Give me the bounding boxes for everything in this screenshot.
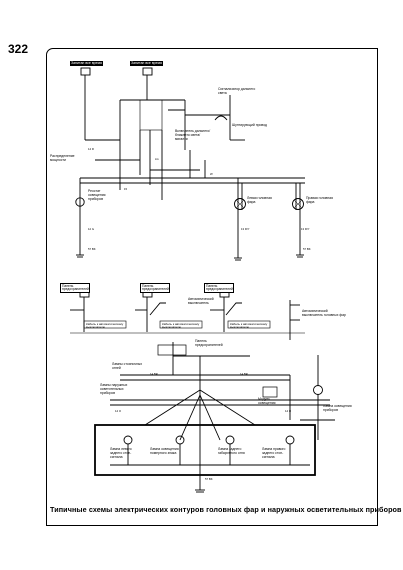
circuit-breaker-label: Автоматический выключатель xyxy=(188,297,214,305)
svg-text:12 G: 12 G xyxy=(88,227,94,231)
fuse-panel-tag-3: Панель предохранителей xyxy=(204,283,234,294)
diagram-frame xyxy=(46,48,378,526)
svg-text:W: W xyxy=(210,172,213,176)
svg-text:14 BR: 14 BR xyxy=(240,372,248,376)
svg-text:LG: LG xyxy=(155,157,159,161)
cable-to-breaker-3: Кабель к автоматическому выключателю xyxy=(230,321,268,330)
svg-text:14 BR: 14 BR xyxy=(150,372,158,376)
svg-text:57 BK: 57 BK xyxy=(88,247,96,251)
figure-caption: Типичные схемы электрических контуров го… xyxy=(50,505,402,514)
headlamp-breaker-label: Автоматический выключатель головных фар xyxy=(302,309,346,317)
fuse-panel-tag-2: Панель предохранителей xyxy=(140,283,170,294)
left-headlamp-label: Левая головная фара xyxy=(247,196,272,204)
shunt-wire-label: Шунтирующий провод xyxy=(232,123,267,127)
rear-marker-label: Лампа заднего габаритного огня xyxy=(218,447,245,455)
light-module-label: Модуль освещения xyxy=(258,397,276,405)
license-lamp-label: Лампа освещения номерного знака xyxy=(150,447,179,455)
high-beam-indicator-label: Сигнализатор дальнего света xyxy=(218,87,256,95)
cable-to-breaker-1: Кабель к автоматическому выключателю xyxy=(86,321,124,330)
svg-text:13 R/Y: 13 R/Y xyxy=(301,227,310,231)
page-number: 322 xyxy=(8,42,29,56)
dimmer-switch-label: Включатель дальнего/ ближнего света/ миг… xyxy=(175,129,211,141)
left-rear-stop-label: Лампа левого заднего стоп-сигнала xyxy=(110,447,132,459)
right-rear-stop-label: Лампа правого заднего стоп-сигнала xyxy=(262,447,286,459)
power-distribution-label: Распределение мощности xyxy=(50,154,75,162)
exterior-lamps-label: Лампы наружных осветительных приборов xyxy=(100,383,128,395)
svg-text:14 O: 14 O xyxy=(115,409,122,413)
right-headlamp-label: Правая головная фара xyxy=(306,196,333,204)
dash-rheostat-label: Реостат освещения приборов xyxy=(88,189,106,201)
cable-to-breaker-2: Кабель к автоматическому выключателю xyxy=(162,321,200,330)
svg-text:13 R/Y: 13 R/Y xyxy=(241,227,250,231)
svg-text:57 BK: 57 BK xyxy=(205,477,213,481)
instrument-lamp-label: Лампа освещения приборов xyxy=(323,404,352,412)
fuse-panel-label-bottom: Панель предохранителей xyxy=(195,339,223,347)
svg-text:14 O: 14 O xyxy=(285,409,292,413)
svg-text:57 BK: 57 BK xyxy=(303,247,311,251)
svg-text:15: 15 xyxy=(124,187,128,191)
always-on-tag-left: Запитан все время xyxy=(70,61,103,66)
fuse-panel-tag-1: Панель предохранителей xyxy=(60,283,90,294)
always-on-tag-right: Запитан все время xyxy=(130,61,163,66)
parking-lamps-label: Лампы стояночных огней xyxy=(112,362,143,370)
svg-text:14 R: 14 R xyxy=(88,147,94,151)
